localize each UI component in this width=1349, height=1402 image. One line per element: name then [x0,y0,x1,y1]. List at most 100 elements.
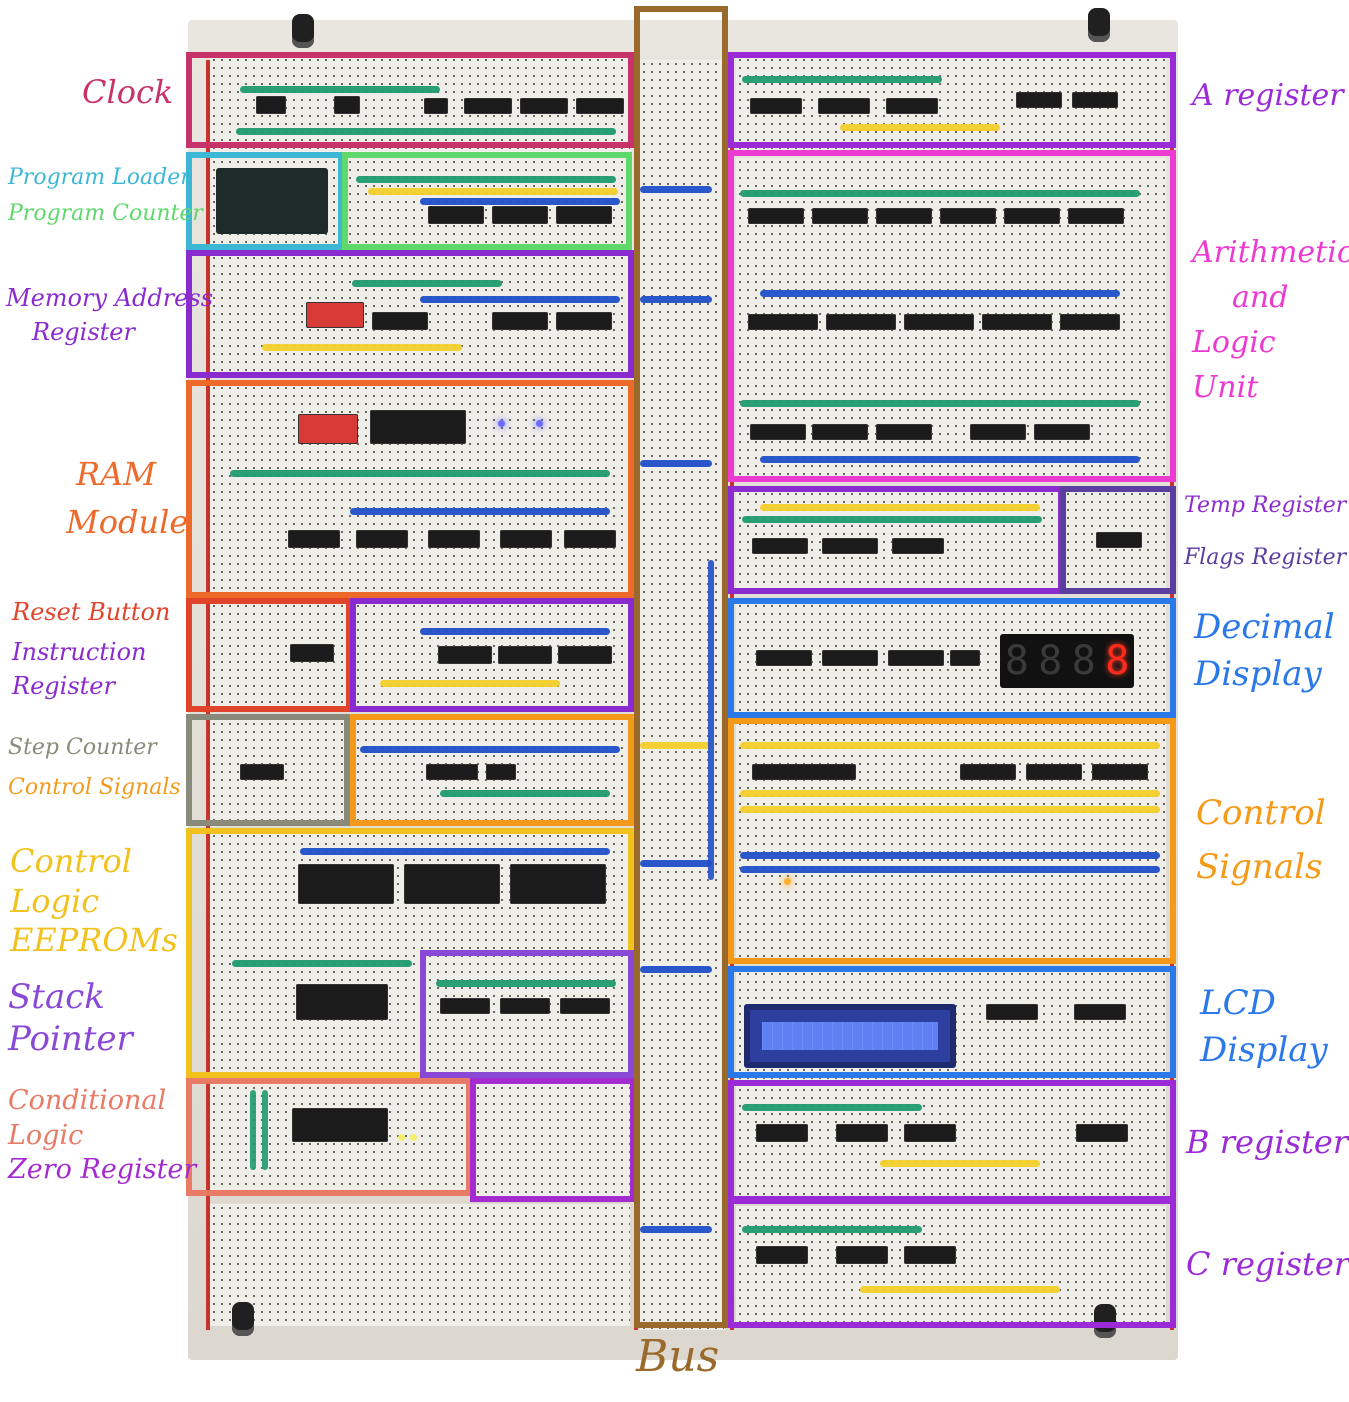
c-register-label: C register [1186,1245,1349,1283]
flags-register-region [1060,486,1176,594]
a-register-label: A register [1192,78,1344,113]
eeprom-chip [298,864,394,904]
ic-chip [904,1246,956,1264]
wire-yellow [860,1286,1060,1293]
ic-chip [560,998,610,1014]
stack-pointer-label: Stack Pointer [8,977,133,1060]
ic-chip [1072,92,1118,108]
step-counter-region [186,714,350,826]
control-signals-small-label: Control Signals [8,775,181,800]
ic-chip [748,314,818,330]
capacitor [1094,1304,1116,1338]
wire-yellow [740,790,1160,797]
wire-green [352,280,502,287]
ic-chip [1004,208,1060,224]
led-yellow [398,1134,405,1141]
ic-chip [822,538,878,554]
wire-green [740,190,1140,197]
ic-chip [756,1124,808,1142]
c-register-region [728,1198,1176,1328]
wire-yellow [740,806,1160,813]
ic-chip [428,206,484,224]
ic-chip [290,644,334,662]
alu-label: Arithmetic and Logic Unit [1192,235,1349,405]
wire-blue [360,746,620,753]
ic-chip [756,650,812,666]
capacitor [232,1302,254,1336]
alu-region [728,150,1176,482]
ic-chip [356,530,408,548]
ic-chip [464,98,512,114]
ic-chip [440,998,490,1014]
wire-yellow [368,188,618,195]
program-loader-label: Program Loader [8,165,191,190]
wire-blue [300,848,610,855]
ic-chip [1026,764,1082,780]
ic-chip [826,314,896,330]
microcontroller-board [216,168,328,234]
instruction-register-region [350,598,634,712]
wire-yellow [760,504,1040,511]
ic-chip [812,424,868,440]
ic-chip [818,98,870,114]
power-rail [206,60,210,1330]
reset-button-label: Reset Button [12,598,171,626]
ic-chip [438,646,492,664]
eeprom-chip [296,984,388,1020]
ic-chip [950,650,980,666]
ic-chip [752,764,856,780]
ic-chip [986,1004,1038,1020]
ic-chip [520,98,568,114]
ic-chip [240,764,284,780]
wire-yellow [262,344,462,351]
capacitor [292,14,314,48]
ic-chip [556,206,612,224]
ic-chip [486,764,516,780]
wire-blue [420,296,620,303]
wire-blue [640,296,712,303]
bus-region [634,6,728,1328]
program-counter-label: Program Counter [8,201,203,226]
ic-chip [876,424,932,440]
ram-label: RAM Module [66,455,189,541]
wire-yellow [640,742,712,749]
wire-green [236,128,616,135]
ic-chip [1092,764,1148,780]
ic-chip [748,208,804,224]
zero-register-region [470,1078,636,1202]
wire-green [262,1090,268,1170]
ic-chip [1074,1004,1126,1020]
mar-region [186,250,634,378]
ic-chip [886,98,938,114]
wire-yellow [880,1160,1040,1167]
ic-chip [750,98,802,114]
b-register-label: B register [1186,1123,1349,1161]
ic-chip [1076,1124,1128,1142]
temp-register-region [728,486,1064,594]
ic-chip [426,764,478,780]
ic-chip [904,1124,956,1142]
ic-chip [812,208,868,224]
wire-blue [640,860,712,867]
eeprom-chip [404,864,500,904]
dip-switch [306,302,364,328]
program-loader-region [186,152,344,250]
ic-chip [256,96,286,114]
ram-region [186,380,634,598]
ic-chip [752,538,808,554]
ic-chip [960,764,1016,780]
ic-chip [888,650,944,666]
wire-green [742,1226,922,1233]
wire-blue [708,560,714,880]
ic-chip [558,646,612,664]
dip-switch [298,414,358,444]
wire-green [250,1090,256,1170]
wire-blue [740,866,1160,873]
decimal-display-region [728,598,1176,718]
ic-chip [750,424,806,440]
ic-chip [576,98,624,114]
ic-chip [1034,424,1090,440]
breadboard [736,720,1166,960]
conditional-logic-label: Conditional Logic [8,1085,167,1151]
ic-chip [372,312,428,330]
